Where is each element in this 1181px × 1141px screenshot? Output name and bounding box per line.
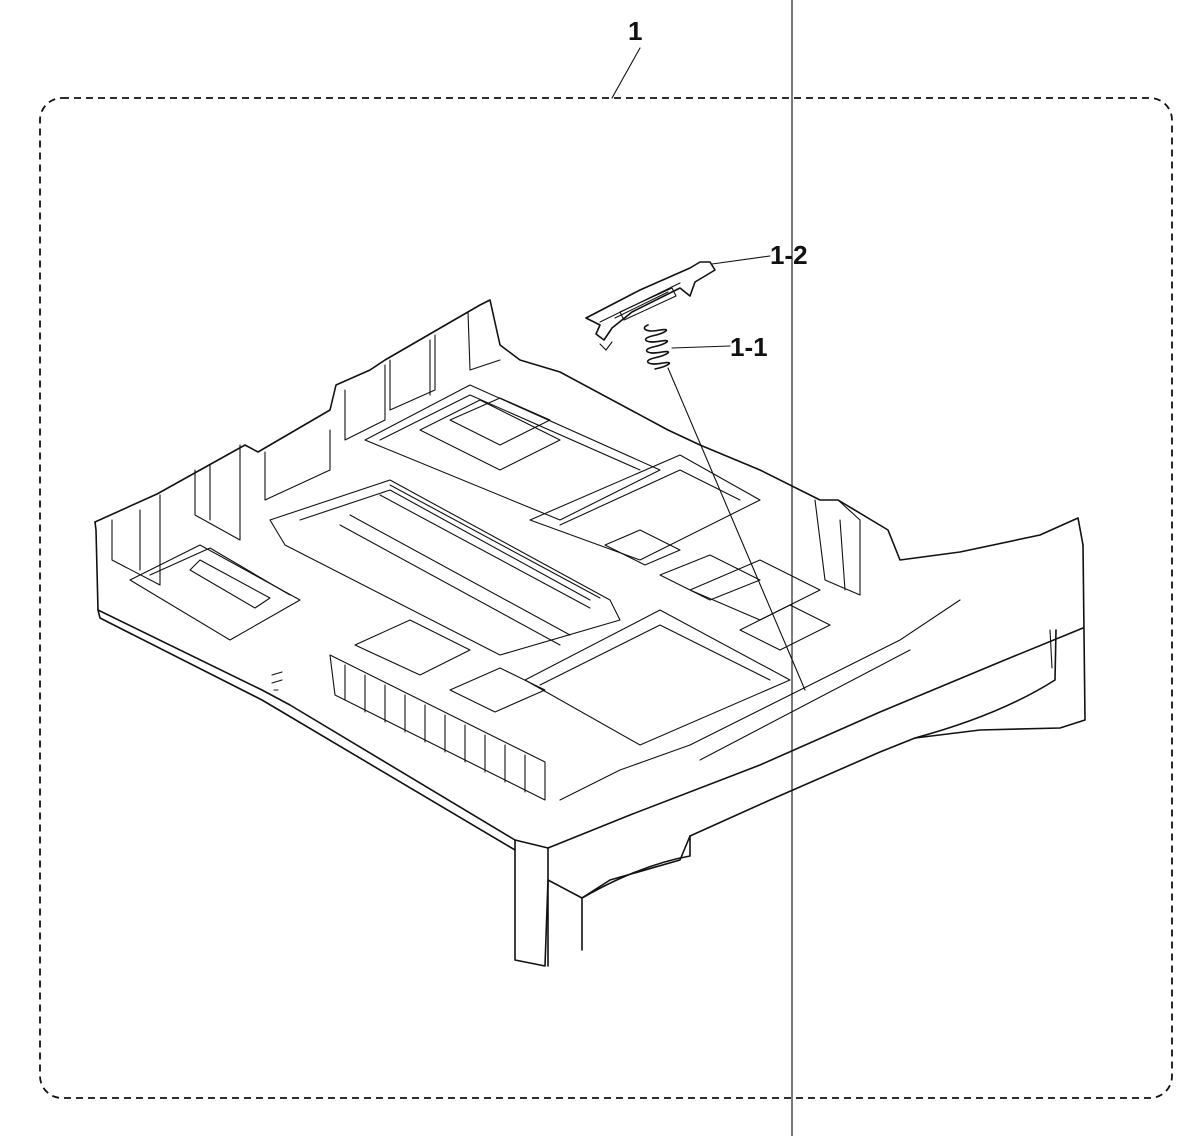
callout-part-1-2: 1-2 xyxy=(770,240,808,270)
callout-assembly-number: 1 xyxy=(628,16,643,46)
part-1-2-latch xyxy=(585,261,716,351)
rib-pattern xyxy=(339,484,601,646)
paper-tray xyxy=(94,299,1086,967)
assembly-boundary xyxy=(39,97,1173,1099)
leader-line-1-2 xyxy=(711,255,771,265)
end-guide-ribs xyxy=(344,664,526,793)
leader-line-1 xyxy=(611,47,641,99)
callout-part-1-1: 1-1 xyxy=(730,332,768,362)
leader-line-1-1 xyxy=(671,345,731,349)
part-1-1-spring xyxy=(643,324,806,691)
